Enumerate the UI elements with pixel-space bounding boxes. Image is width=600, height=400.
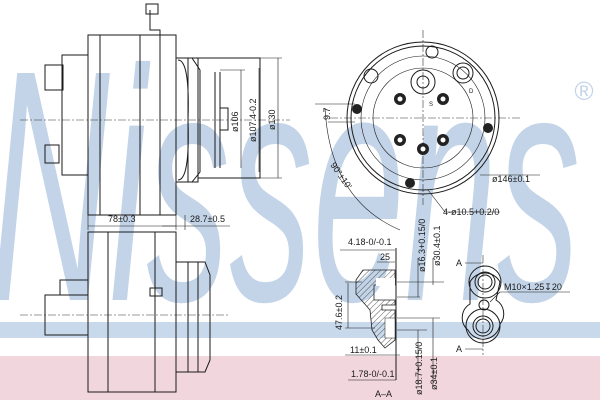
nissens-watermark: Nissens	[0, 1, 580, 370]
section-mark-bottom: A	[456, 344, 462, 354]
dim-holes: 4-ø10.5+0.2/0	[443, 207, 499, 217]
watermark-band-pink	[0, 356, 600, 400]
compressor-side-view	[20, 3, 290, 230]
compressor-top-view	[20, 231, 230, 393]
dim-bolt-circle: ø146±0.1	[492, 174, 530, 184]
dim-dia-106: ø106	[230, 111, 240, 132]
dim-47-6: 47.6±0.2	[334, 295, 344, 330]
section-a-a	[340, 248, 444, 385]
dim-dia-130: ø130	[267, 109, 277, 130]
compressor-front-view: S D	[315, 30, 540, 231]
dim-length-pulley: 28.7±0.5	[190, 214, 225, 224]
dim-11: 11±0.1	[350, 345, 377, 355]
dim-dia-16-3: ø16.3+0.15/0	[417, 219, 427, 272]
dim-25: 25	[380, 252, 390, 262]
dim-1-78: 1.78-0/-0.1	[351, 369, 395, 379]
dim-dia-34: ø34±0.1	[429, 357, 439, 390]
dim-offset: 9.7	[322, 107, 332, 120]
dim-dia-107: ø107.4-0.2	[248, 98, 258, 142]
watermark-band-blue	[0, 322, 600, 338]
dim-4-18: 4.18-0/-0.1	[348, 237, 392, 247]
dim-dia-30-4: ø30.4±0.1	[432, 226, 442, 266]
dim-dia-18-7: ø18.7+0.15/0	[414, 342, 424, 395]
section-title: A–A	[375, 389, 392, 399]
port-mark-s: S	[429, 102, 433, 108]
flange-view	[461, 255, 570, 355]
port-mark-d: D	[469, 89, 474, 95]
section-mark-top: A	[456, 258, 462, 268]
registered-mark: ®	[574, 76, 594, 106]
dim-length-body: 78±0.3	[108, 214, 135, 224]
dim-thread: M10×1.25↧20	[504, 282, 562, 292]
